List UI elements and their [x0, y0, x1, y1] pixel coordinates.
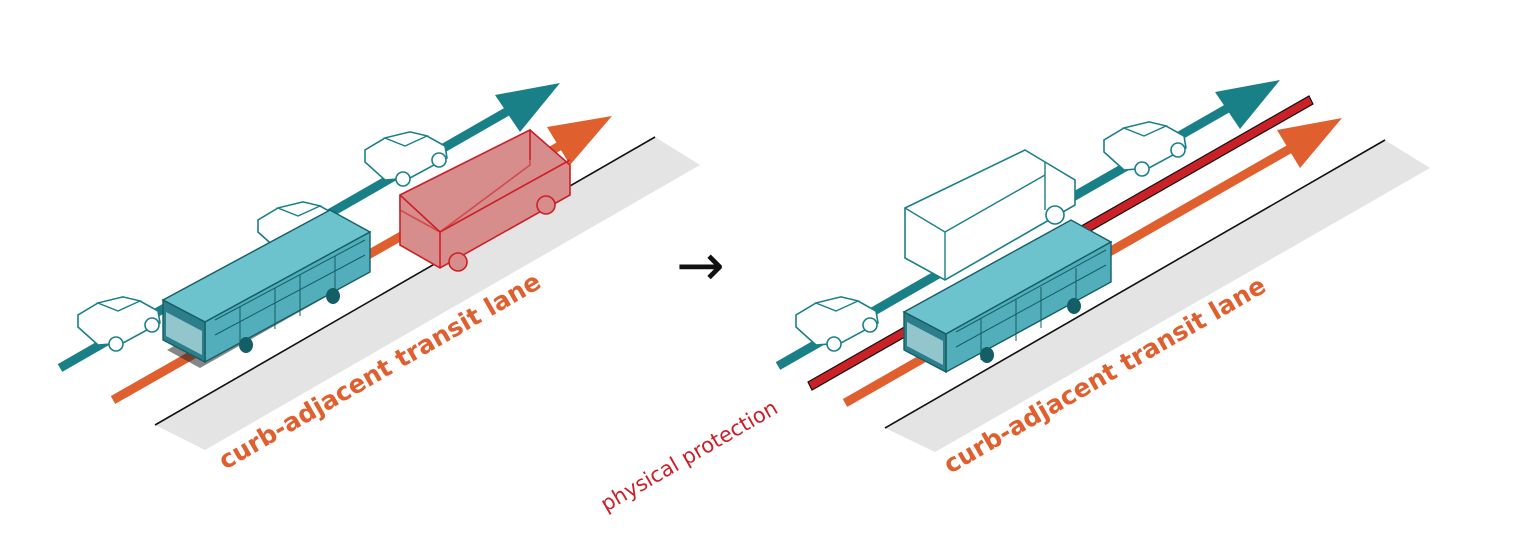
car-icon — [1103, 121, 1187, 177]
car-icon — [77, 296, 161, 352]
car-icon — [795, 296, 879, 352]
before-panel: curb-adjacent transit lane — [57, 83, 700, 475]
truck-icon — [904, 149, 1076, 281]
after-panel: physical protection curb-adjacent transi… — [597, 80, 1430, 517]
curb-shadow — [155, 137, 700, 450]
curb-line — [154, 136, 656, 426]
curb-line — [884, 139, 1386, 429]
bus-icon — [161, 209, 372, 368]
arrow-right-icon: → — [676, 231, 725, 299]
curb-shadow — [885, 140, 1430, 452]
car-icon — [364, 131, 448, 187]
truck-icon — [399, 128, 571, 272]
bus-icon — [902, 219, 1113, 374]
protection-label: physical protection — [597, 396, 782, 517]
